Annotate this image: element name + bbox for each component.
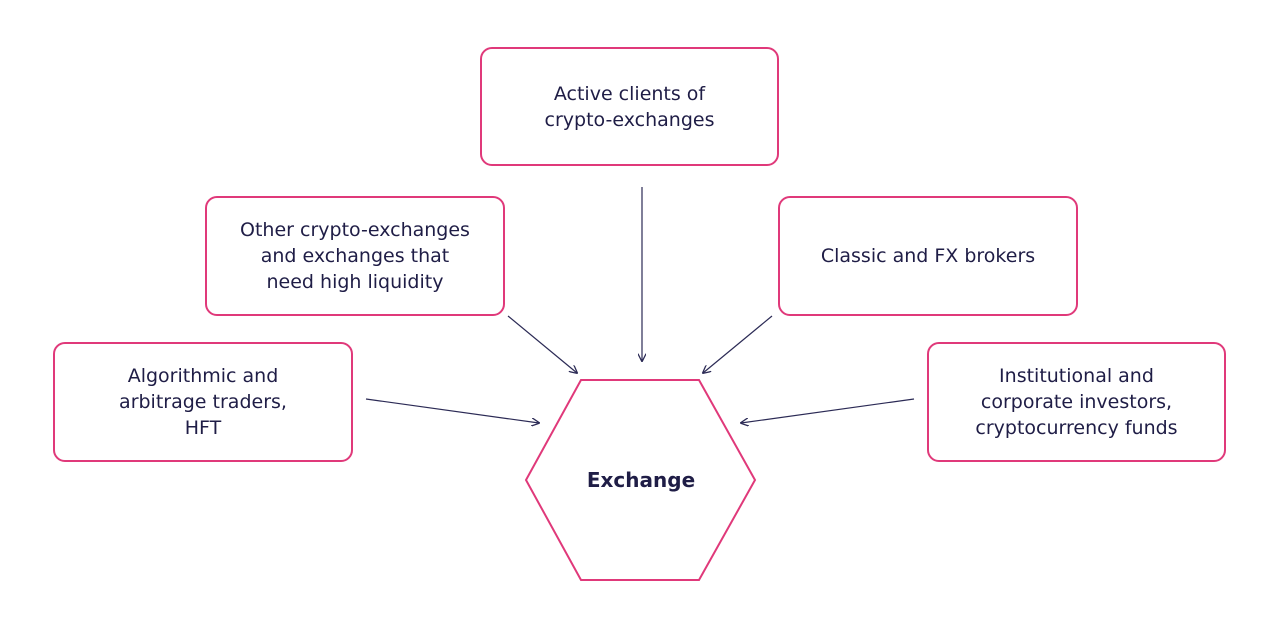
node-other-exchanges: Other crypto-exchanges and exchanges tha… [205,196,505,316]
node-active-clients-label: Active clients of crypto-exchanges [544,82,715,131]
arrow-classic-brokers [703,315,773,373]
node-algo-traders-label: Algorithmic and arbitrage traders, HFT [119,365,287,439]
exchange-label-text: Exchange [586,468,696,492]
node-other-exchanges-label: Other crypto-exchanges and exchanges tha… [240,219,470,293]
node-classic-brokers-label: Classic and FX brokers [820,245,1036,267]
exchange-label: Exchange [526,380,756,580]
node-institutional: Institutional and corporate investors, c… [927,342,1226,462]
node-active-clients: Active clients of crypto-exchanges [480,47,779,166]
arrow-other-exchanges [507,315,577,373]
arrow-institutional [741,398,915,423]
node-algo-traders: Algorithmic and arbitrage traders, HFT [53,342,353,462]
exchange-hexagon [524,379,757,581]
node-classic-brokers: Classic and FX brokers [778,196,1078,316]
node-institutional-label: Institutional and corporate investors, c… [975,365,1178,439]
arrow-algo-traders [365,398,539,423]
